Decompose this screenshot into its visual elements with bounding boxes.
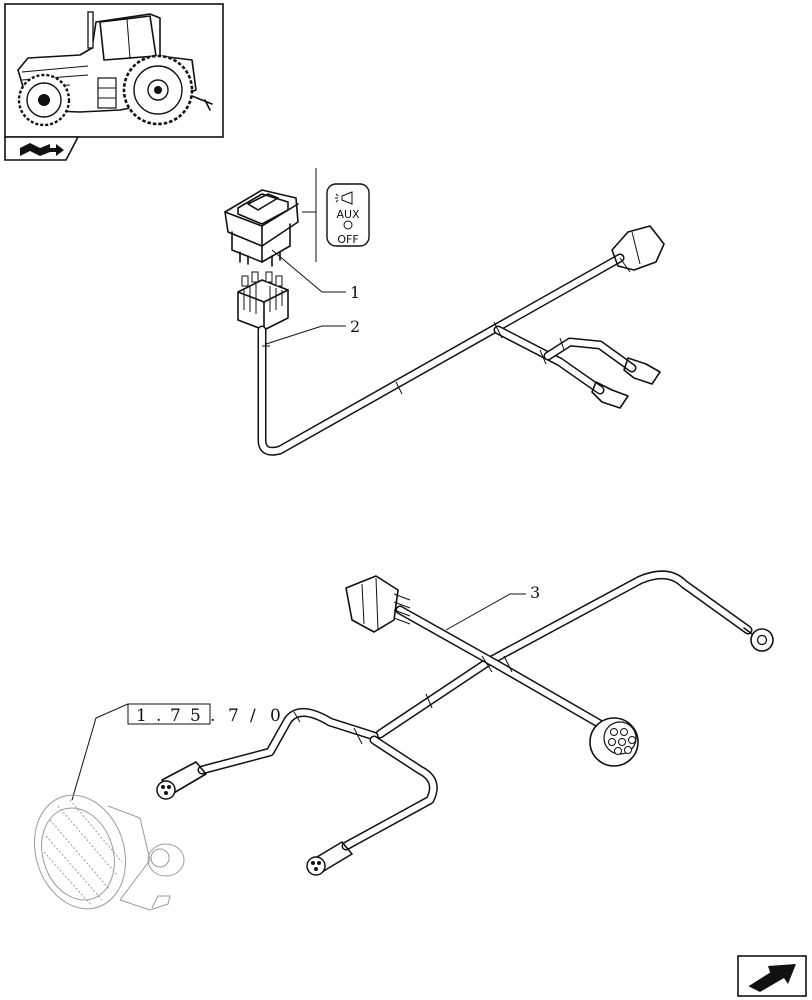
callout-3-label: 3 — [530, 583, 540, 602]
ref-part-slash: / — [250, 706, 256, 726]
arrow-icon — [747, 964, 796, 992]
ref-part-7b: 7 — [228, 706, 239, 726]
ref-part-5: 5 — [190, 706, 201, 726]
tractor-thumbnail[interactable] — [4, 3, 224, 138]
callout-2: 2 — [265, 317, 360, 345]
next-page-button[interactable] — [737, 955, 807, 997]
callout-3: 3 — [445, 583, 540, 631]
aux-label: AUX — [336, 208, 360, 221]
ref-part-dot-1: . — [156, 706, 161, 726]
callout-1-label: 1 — [350, 283, 360, 302]
book-arrow-icon — [20, 143, 64, 156]
reference-code[interactable]: 1 . 7 5 . 7 / 0 — [71, 703, 281, 801]
callout-2-label: 2 — [350, 317, 360, 336]
ref-part-7: 7 — [170, 706, 181, 726]
ref-part-0: 0 — [270, 706, 281, 726]
switch-wiring-harness[interactable] — [257, 225, 665, 456]
light-wiring-harness[interactable] — [156, 570, 774, 876]
legend-bracket — [302, 168, 317, 262]
switch-connector[interactable] — [237, 271, 289, 331]
callout-1: 1 — [271, 249, 360, 302]
ref-part-dot-2: . — [210, 706, 215, 726]
section-nav-tab[interactable] — [4, 136, 80, 161]
off-label: OFF — [337, 233, 358, 246]
aux-rocker-switch[interactable] — [224, 189, 299, 267]
work-light-icon — [335, 191, 353, 205]
work-light-ghost — [33, 794, 185, 911]
ref-part-1: 1 — [136, 706, 147, 726]
switch-legend: AUX OFF — [326, 183, 370, 247]
